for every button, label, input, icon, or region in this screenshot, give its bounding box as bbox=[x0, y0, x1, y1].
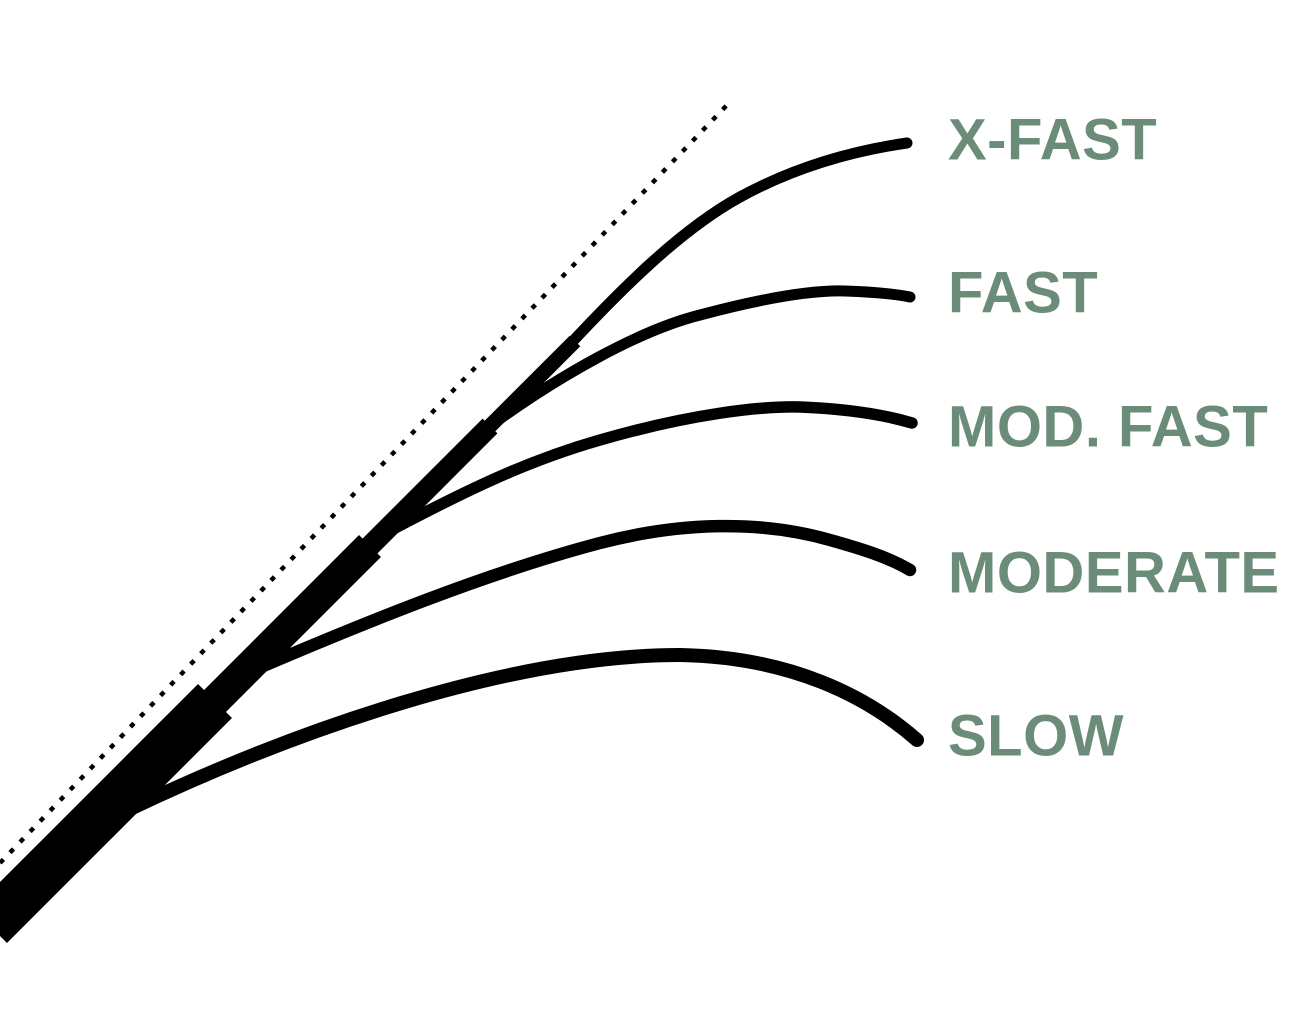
label-x-fast: X-FAST bbox=[948, 107, 1158, 173]
dotted-reference-line bbox=[0, 103, 729, 865]
label-fast: FAST bbox=[948, 260, 1099, 326]
label-slow: SLOW bbox=[948, 703, 1124, 769]
curve-mod-fast bbox=[374, 401, 918, 542]
curve-fast bbox=[484, 285, 916, 432]
curve-slow bbox=[78, 647, 924, 838]
curve-x-fast bbox=[514, 137, 913, 402]
label-moderate: MODERATE bbox=[948, 540, 1280, 606]
label-mod-fast: MOD. FAST bbox=[948, 394, 1269, 460]
curve-moderate bbox=[233, 519, 917, 683]
